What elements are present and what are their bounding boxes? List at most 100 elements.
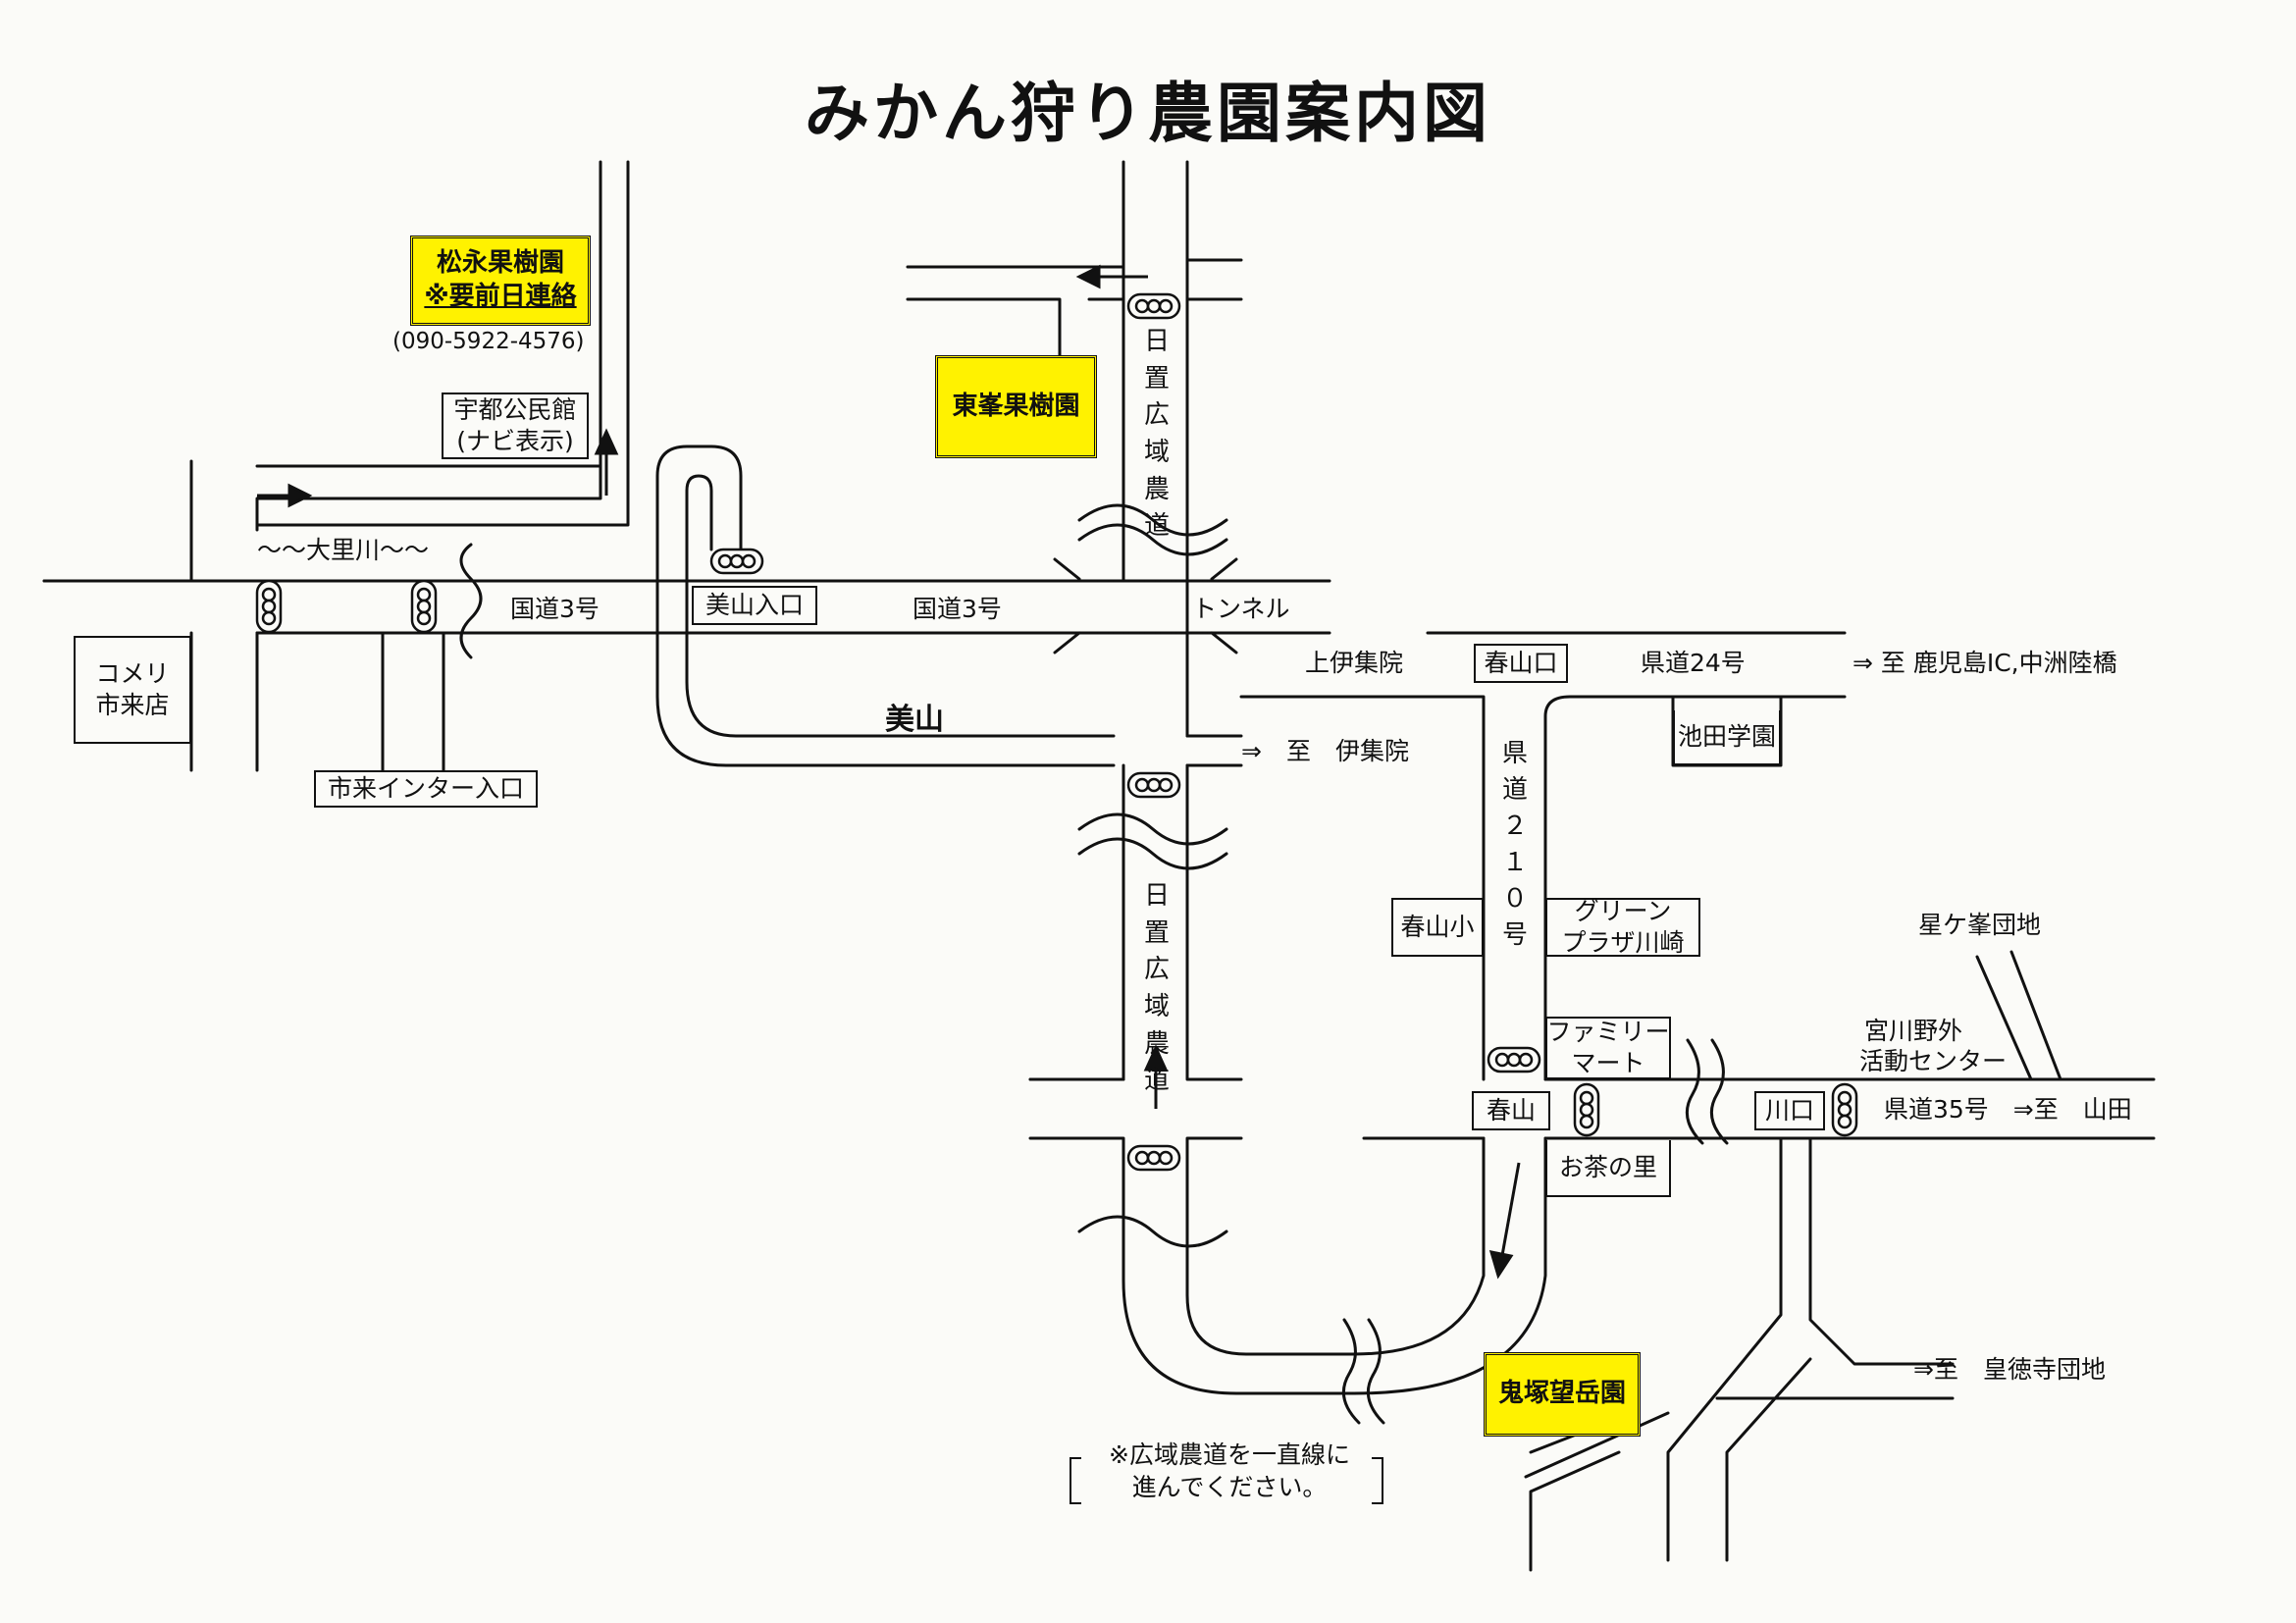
label-pref35: 県道35号 ⇒至 山田	[1884, 1095, 2132, 1124]
vertical-char: 日	[1143, 881, 1170, 911]
arrow-to-onizuka	[1499, 1162, 1521, 1262]
place-komeri: コメリ 市来店	[74, 636, 191, 744]
place-uto-hall-line1: 宇都公民館	[453, 394, 577, 424]
label-to-koutokuji: ⇒至 皇徳寺団地	[1913, 1355, 2106, 1384]
label-miyagawa-line2: 活動センター	[1859, 1047, 2008, 1076]
place-green-plaza-line2: プラザ川崎	[1561, 928, 1685, 957]
label-route3-right: 国道3号	[913, 595, 1002, 623]
arrow-to-touhou-head	[1075, 264, 1101, 289]
signal-icon	[1126, 292, 1181, 320]
place-ikeda: 池田学園	[1673, 710, 1781, 765]
vertical-char: １	[1501, 847, 1528, 877]
signal-icon	[1573, 1082, 1600, 1137]
vertical-char: 県	[1501, 739, 1528, 768]
label-route3-left: 国道3号	[510, 595, 600, 623]
farm-onizuka[interactable]: 鬼塚望岳園	[1484, 1352, 1641, 1437]
vertical-char: 道	[1143, 1066, 1170, 1096]
farm-touhou[interactable]: 東峯果樹園	[935, 355, 1097, 458]
vertical-char: 道	[1143, 511, 1170, 542]
place-ochanosato: お茶の里	[1545, 1140, 1671, 1197]
river-wave-4	[1077, 1215, 1228, 1248]
vertical-char: 号	[1501, 919, 1528, 950]
river-wave-2	[1077, 503, 1228, 556]
road-matsunaga-vertical	[255, 160, 602, 532]
road-touhou	[906, 258, 1243, 357]
note-line1: ※広域農道を一直線に	[1109, 1440, 1350, 1469]
vertical-char: 農	[1143, 474, 1170, 504]
arrow-left-road-head	[287, 483, 313, 508]
place-kawaguchi: 川口	[1754, 1091, 1825, 1130]
place-ichiki-ic: 市来インター入口	[314, 770, 538, 808]
road-matsunaga-vertical-outer	[255, 160, 630, 527]
vertical-char: 置	[1143, 917, 1170, 948]
farm-matsunaga-name: 松永果樹園	[436, 248, 564, 279]
place-familymart: ファミリー マート	[1545, 1017, 1671, 1079]
signal-icon	[709, 548, 764, 575]
arrow-to-onizuka-head	[1488, 1250, 1514, 1280]
vertical-char: 農	[1143, 1028, 1170, 1059]
arrow-hioki-north-head	[1143, 1044, 1169, 1072]
place-uto-hall-line2: (ナビ表示)	[456, 427, 574, 455]
place-komeri-line1: コメリ	[95, 658, 170, 688]
farm-matsunaga[interactable]: 松永果樹園 ※要前日連絡	[410, 236, 591, 326]
note-straight-road: ※広域農道を一直線に 進んでください。	[1087, 1440, 1372, 1503]
road-ijuin	[1185, 734, 1243, 767]
label-miyagawa-line1: 宮川野外	[1864, 1017, 1963, 1045]
vertical-char: 置	[1143, 363, 1170, 393]
label-pref24: 県道24号	[1641, 649, 1746, 677]
label-kamiijuin: 上伊集院	[1305, 649, 1404, 677]
arrow-to-matsunaga-head	[594, 428, 619, 455]
farm-onizuka-name: 鬼塚望岳園	[1497, 1379, 1626, 1409]
label-hioki-lower: 日置広域農道	[1142, 878, 1172, 1100]
vertical-char: 広	[1143, 955, 1170, 985]
vertical-char: ０	[1501, 883, 1528, 914]
note-bracket-left	[1070, 1457, 1081, 1504]
place-uto-hall: 宇都公民館 (ナビ表示)	[442, 393, 589, 459]
tunnel-marks	[1053, 557, 1238, 654]
road-miyama-loop	[655, 445, 1116, 767]
road-near-onizuka	[1524, 1411, 1670, 1479]
signal-icon	[1126, 771, 1181, 799]
place-komeri-line2: 市来店	[95, 691, 170, 719]
river-wave-6	[1685, 1038, 1729, 1145]
river-wave-5	[1341, 1318, 1385, 1425]
signal-icon	[410, 579, 438, 634]
map-title: みかん狩り農園案内図	[805, 76, 1491, 151]
road-pref24-bottom	[1239, 695, 1847, 1081]
road-kawaguchi-south	[1529, 1136, 1955, 1572]
signal-icon	[255, 579, 283, 634]
road-miyama-loop-inner	[685, 474, 1116, 738]
vertical-char: ２	[1501, 811, 1528, 841]
river-wave-3	[1077, 812, 1228, 870]
place-miyama-entrance: 美山入口	[692, 586, 817, 625]
vertical-char: 広	[1143, 400, 1170, 431]
river-wave-1	[459, 543, 483, 659]
place-green-plaza: グリーン プラザ川崎	[1545, 896, 1700, 957]
label-hioki-upper: 日置広域農道	[1142, 324, 1172, 546]
label-to-ijuin: ⇒ 至 伊集院	[1241, 737, 1409, 765]
farm-touhou-name: 東峯果樹園	[952, 391, 1080, 421]
label-to-kagoshima: ⇒ 至 鹿児島IC,中洲陸橋	[1852, 649, 2117, 677]
signal-icon	[1126, 1144, 1181, 1172]
vertical-char: 域	[1143, 992, 1170, 1022]
label-tunnel: トンネル	[1192, 595, 1290, 623]
place-familymart-line2: マート	[1571, 1049, 1645, 1077]
farm-matsunaga-phone: (090-5922-4576)	[392, 329, 585, 354]
road-hioki-lower-right	[1185, 763, 1356, 1356]
place-haruyama-school: 春山小	[1391, 898, 1484, 957]
place-familymart-line1: ファミリー	[1546, 1017, 1670, 1046]
note-line2: 進んでください。	[1131, 1472, 1328, 1501]
vertical-char: 域	[1143, 438, 1170, 468]
farm-matsunaga-note: ※要前日連絡	[424, 282, 577, 311]
place-haruyama-guchi: 春山口	[1474, 644, 1568, 683]
place-green-plaza-line1: グリーン	[1574, 896, 1672, 925]
road-far-left	[42, 459, 193, 583]
road-hoshigamine	[1975, 950, 2062, 1081]
signal-icon	[1487, 1046, 1541, 1073]
signal-icon	[1831, 1082, 1858, 1137]
label-river: ～～大里川～～	[257, 536, 430, 564]
label-miyama: 美山	[885, 703, 944, 737]
label-miyagawa: 宮川野外 活動センター	[1820, 1016, 2007, 1077]
